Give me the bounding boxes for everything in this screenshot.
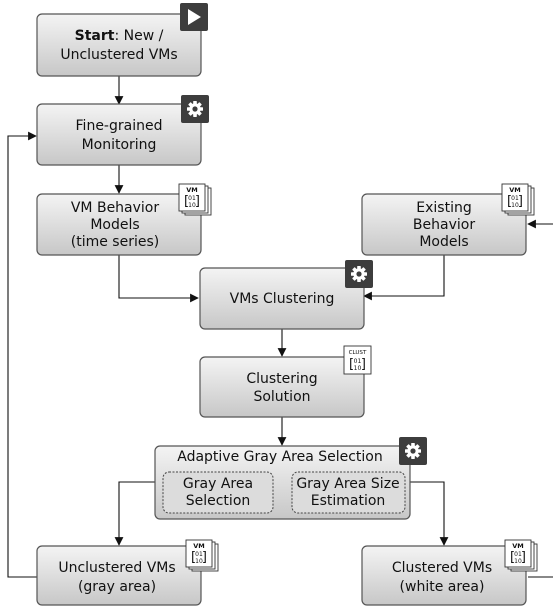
unclustered-label-line1: Unclustered VMs [58, 560, 175, 576]
gray-area-selection-line1: Gray Area [183, 476, 253, 492]
node-clustered: Clustered VMs (white area) VM [ ] 01 10 [361, 539, 538, 606]
arrow-unclustered-loop-to-monitoring [7, 131, 37, 578]
svg-text:]: ] [202, 550, 207, 565]
node-clustered-box [361, 545, 527, 606]
solution-label-line1: Clustering [246, 371, 317, 387]
clustered-label-line2: (white area) [400, 579, 485, 595]
svg-text:[: [ [510, 550, 515, 565]
start-label-line1: Start: New / [75, 28, 164, 44]
vm-data-stack-icon: VM [ ] 01 10 [504, 539, 538, 572]
start-label-line2: Unclustered VMs [60, 47, 177, 63]
svg-text:01: 01 [188, 195, 196, 202]
node-monitoring-box [36, 103, 202, 166]
arrow-gray-area-to-clustered [410, 481, 449, 546]
svg-text:[: [ [184, 194, 189, 209]
svg-text:[: [ [191, 550, 196, 565]
vm-models-label-line2: Models [90, 217, 139, 233]
node-existing-models: Existing Behavior Models VM [ ] 01 10 [361, 183, 535, 256]
node-monitoring: Fine-grained Monitoring [36, 95, 209, 166]
existing-models-label-line3: Models [419, 234, 468, 250]
node-solution: Clustering Solution CLUST [ ] 01 10 [199, 345, 372, 418]
gear-icon [345, 260, 373, 288]
gear-icon [181, 95, 209, 123]
vm-data-stack-icon: VM [ ] 01 10 [501, 183, 535, 216]
node-vm-models-box [36, 193, 202, 256]
node-clustering-box [199, 267, 365, 330]
clustered-label-line1: Clustered VMs [392, 560, 492, 576]
node-vm-models: VM Behavior Models (time series) VM [ ] … [36, 183, 212, 256]
svg-text:VM: VM [186, 186, 198, 194]
node-unclustered: Unclustered VMs (gray area) VM [ ] 01 10 [36, 539, 219, 606]
subprocess-gray-area-size-estimation: Gray Area Size Estimation [291, 471, 406, 514]
monitoring-label-line1: Fine-grained [76, 118, 163, 134]
gray-area-size-line1: Gray Area Size [296, 476, 399, 492]
svg-text:10: 10 [514, 558, 522, 565]
svg-text:VM: VM [509, 186, 521, 194]
svg-text:]: ] [195, 194, 200, 209]
svg-text:01: 01 [195, 551, 203, 558]
unclustered-label-line2: (gray area) [78, 579, 156, 595]
svg-text:10: 10 [188, 202, 196, 209]
gray-area-size-line2: Estimation [311, 493, 386, 509]
solution-label-line2: Solution [253, 389, 310, 405]
svg-text:VM: VM [512, 542, 524, 550]
node-clustering: VMs Clustering [199, 260, 373, 330]
node-gray-area: Adaptive Gray Area Selection Gray Area S… [154, 437, 427, 520]
clust-data-icon: CLUST [ ] 01 10 [343, 345, 372, 375]
svg-text:VM: VM [193, 542, 205, 550]
svg-text:]: ] [521, 550, 526, 565]
vm-data-stack-icon: VM [ ] 01 10 [185, 539, 219, 572]
edges [7, 76, 553, 578]
arrow-gray-area-to-unclustered [114, 481, 163, 546]
gray-area-selection-line2: Selection [186, 493, 251, 509]
node-existing-models-box [361, 193, 527, 256]
svg-text:]: ] [361, 357, 366, 372]
svg-text:CLUST: CLUST [349, 350, 367, 356]
vm-models-label-line3: (time series) [71, 234, 159, 250]
vm-models-label-line1: VM Behavior [71, 200, 160, 216]
subprocess-gray-area-selection: Gray Area Selection [162, 471, 274, 514]
gray-area-title: Adaptive Gray Area Selection [177, 449, 383, 465]
svg-text:01: 01 [514, 551, 522, 558]
svg-text:]: ] [518, 194, 523, 209]
node-solution-box [199, 356, 365, 418]
svg-text:[: [ [507, 194, 512, 209]
vm-data-stack-icon: VM [ ] 01 10 [178, 183, 212, 216]
existing-models-label-line1: Existing [416, 200, 471, 216]
node-start-box [36, 13, 202, 77]
svg-text:10: 10 [195, 558, 203, 565]
node-start: Start: New / Unclustered VMs [36, 3, 208, 77]
svg-text:10: 10 [354, 365, 362, 372]
gear-icon [399, 437, 427, 465]
monitoring-label-line2: Monitoring [82, 137, 157, 153]
play-icon [180, 3, 208, 31]
svg-text:[: [ [349, 357, 354, 372]
svg-text:01: 01 [511, 195, 519, 202]
svg-text:10: 10 [511, 202, 519, 209]
node-unclustered-box [36, 545, 202, 606]
arrow-existing-models-to-clustering [363, 255, 445, 301]
svg-text:01: 01 [354, 358, 362, 365]
clustering-label: VMs Clustering [230, 291, 335, 307]
arrow-vm-models-to-clustering [118, 255, 199, 303]
existing-models-label-line2: Behavior [413, 217, 475, 233]
